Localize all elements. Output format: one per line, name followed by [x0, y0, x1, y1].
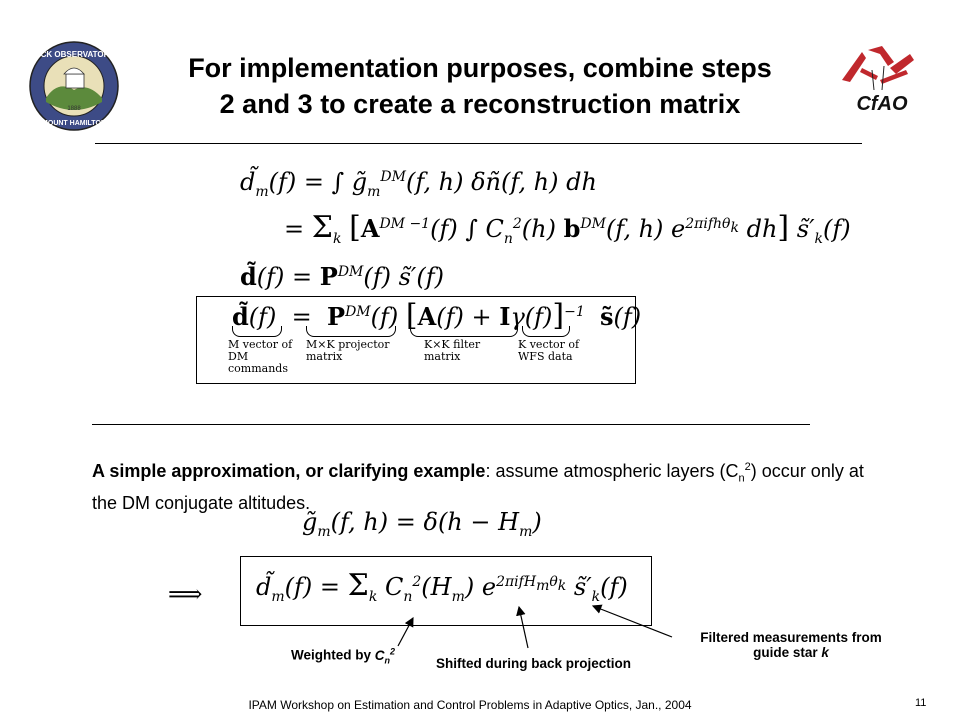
equation-3: d̃(f) = PDM(f) s̃′(f): [240, 262, 444, 291]
annotation-weighted: Weighted by Cn2: [291, 646, 396, 666]
equation-4: g̃m(f, h) = δ(h − Hm): [302, 508, 542, 540]
arrow-shifted: [516, 605, 529, 649]
title-line-1: For implementation purposes, combine ste…: [188, 53, 772, 83]
section-divider: [92, 424, 810, 425]
annotation-shifted: Shifted during back projection: [436, 656, 632, 671]
brace-wfs: [522, 326, 570, 337]
cfao-logo-icon: CfAO: [842, 46, 914, 115]
label-dm-commands: M vector of DM commands: [228, 338, 293, 375]
svg-text:MOUNT HAMILTON: MOUNT HAMILTON: [42, 120, 106, 127]
arrow-weighted: [397, 616, 414, 647]
equation-5: d̃m(f) = Σk Cn2(Hm) e2πifHmθk s̃′k(f): [256, 568, 628, 605]
label-filter: K×K filter matrix: [424, 338, 481, 363]
annotation-filtered-line1: Filtered measurements from: [700, 630, 882, 645]
brace-lhs: [232, 326, 282, 337]
slide-title: For implementation purposes, combine ste…: [120, 50, 840, 122]
approximation-paragraph: A simple approximation, or clarifying ex…: [92, 461, 864, 513]
page-number: 11: [915, 697, 927, 709]
equation-1: d̃m(f) = ∫ g̃mDM(f, h) δñ(f, h) dh: [240, 168, 597, 200]
title-line-2: 2 and 3 to create a reconstruction matri…: [219, 89, 741, 119]
label-wfs-data: K vector of WFS data: [518, 338, 580, 363]
label-projector: M×K projector matrix: [306, 338, 390, 363]
brace-projector: [306, 326, 396, 337]
svg-text:1888: 1888: [67, 106, 81, 112]
title-divider: [95, 143, 862, 144]
svg-text:LICK OBSERVATORY: LICK OBSERVATORY: [34, 50, 116, 59]
annotation-filtered: Filtered measurements from guide star k: [676, 630, 906, 660]
lick-observatory-seal-icon: LICK OBSERVATORY MOUNT HAMILTON 1888: [29, 41, 119, 131]
brace-filter: [410, 326, 518, 337]
equation-2: = Σk [ADM −1(f) ∫ Cn2(h) bDM(f, h) e2πif…: [284, 210, 851, 247]
implies-arrow: ⟹: [168, 580, 203, 608]
paragraph-lead: A simple approximation, or clarifying ex…: [92, 461, 486, 481]
boxed-equation: d̃(f) = PDM(f) [A(f) + Iγ(f)]−1 s̃(f): [232, 298, 642, 333]
reconstruction-matrix-box: [196, 296, 636, 384]
arrow-filtered: [591, 604, 673, 638]
svg-text:CfAO: CfAO: [856, 93, 908, 115]
final-equation-box: [240, 556, 652, 626]
footer-text: IPAM Workshop on Estimation and Control …: [248, 698, 692, 712]
annotation-filtered-line2: guide star k: [753, 645, 829, 660]
